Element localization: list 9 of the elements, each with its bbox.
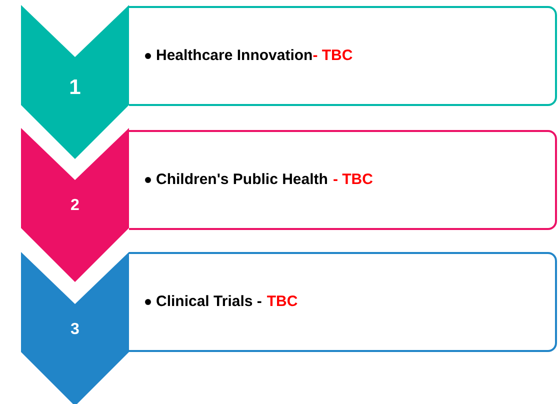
step-number: 2 [70,198,80,214]
step-number: 3 [70,322,80,338]
content-box [129,252,557,352]
content-box [129,130,557,230]
item-text: Clinical Trials - TBC [156,293,298,310]
item-text: Children's Public Health - TBC [156,171,373,188]
item-text: Healthcare Innovation- TBC [156,47,353,64]
content-box [129,6,557,106]
step-number: 1 [68,77,82,98]
